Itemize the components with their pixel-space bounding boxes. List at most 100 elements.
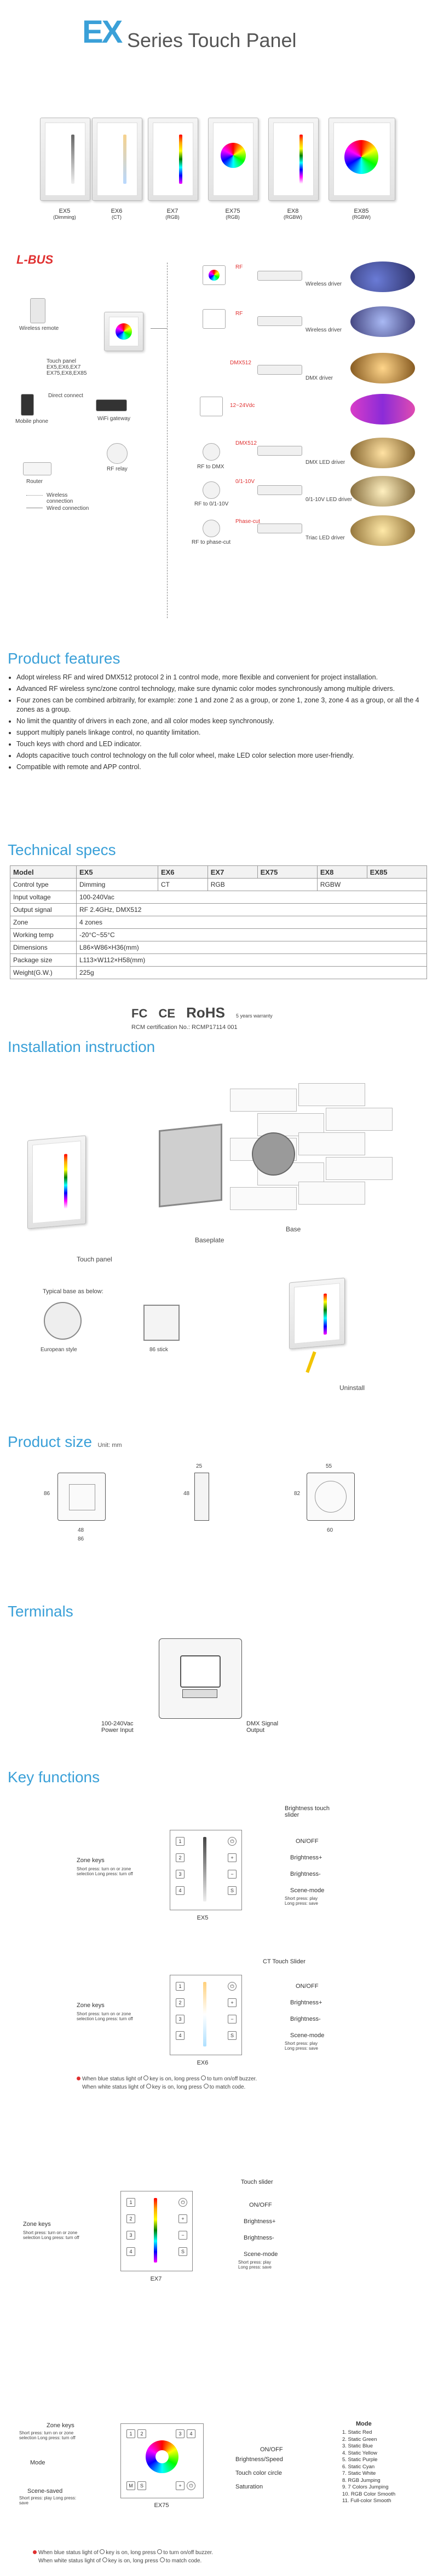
- size-side: [194, 1473, 209, 1521]
- panel-ex85: [328, 118, 395, 201]
- uninstall-label: Uninstall: [339, 1384, 365, 1392]
- mode-item: 7. Static White: [342, 2470, 376, 2476]
- uninstall-panel: [289, 1277, 345, 1350]
- ex7-scene-note: Short press: play Long press: save: [238, 2260, 272, 2270]
- mode-item: 8. RGB Jumping: [342, 2477, 381, 2484]
- ex75-bright-speed-label: Brightness/Speed: [235, 2456, 283, 2463]
- dim-82: 82: [294, 1491, 301, 1497]
- rohs-mark: RoHS: [186, 1004, 225, 1021]
- mobile-phone-label: Mobile phone: [15, 418, 49, 425]
- baseplate: [159, 1123, 222, 1208]
- ex5-bplus-label: Brightness+: [290, 1854, 322, 1861]
- ex75-white-note: When white status light of key is on, lo…: [38, 2557, 202, 2564]
- wifi-gateway-icon: [96, 399, 127, 411]
- feature-item: Four zones can be combined arbitrarily, …: [16, 696, 433, 714]
- touch-panel-icon: [104, 312, 143, 351]
- modes-list: 1. Static Red 2. Static Green 3. Static …: [342, 2429, 395, 2505]
- mode-item: 5. Static Purple: [342, 2457, 378, 2463]
- panel-ex6: [92, 118, 142, 201]
- router-icon: [23, 462, 51, 475]
- ex6-bminus-label: Brightness-: [290, 2016, 321, 2022]
- feature-item: Touch keys with chord and LED indicator.: [16, 740, 433, 749]
- european-box-icon: [44, 1302, 82, 1340]
- label-ex5: EX5(Dimming): [53, 208, 76, 220]
- mode-item: 9. 7 Colors Jumping: [342, 2484, 389, 2490]
- ex75-zone-note: Short press: turn on or zone selection L…: [19, 2430, 76, 2440]
- dim-48-front: 48: [78, 1527, 84, 1533]
- ex75-color-ring-label: Touch color circle: [235, 2470, 282, 2476]
- ex75-name: EX75: [154, 2502, 169, 2509]
- header: EX Series Touch Panel: [0, 0, 438, 115]
- ex6-white-note: When white status light of key is on, lo…: [82, 2084, 246, 2090]
- touch-panel-install-label: Touch panel: [77, 1255, 112, 1263]
- ex75-blue-note: When blue status light of key is on, lon…: [33, 2549, 213, 2556]
- mode-item: 10. RGB Color Smooth: [342, 2491, 396, 2497]
- feature-item: Adopts capacitive touch control technolo…: [16, 751, 433, 760]
- wall-box: [252, 1132, 295, 1176]
- rf-relay-label: RF relay: [107, 466, 128, 472]
- fcc-mark: FC: [131, 1007, 148, 1020]
- ex7-onoff-label: ON/OFF: [249, 2202, 272, 2208]
- panel-ex8: [268, 118, 319, 201]
- ex5-zone-label: Zone keys: [77, 1857, 105, 1864]
- product-size-heading: Product size Unit: mm: [8, 1433, 122, 1451]
- screwdriver-icon: [306, 1351, 316, 1373]
- legend-wired: Wired connection: [47, 505, 89, 511]
- dim-60: 60: [327, 1527, 333, 1533]
- ex5-scene-label: Scene-mode: [290, 1887, 325, 1894]
- dim-86-width: 86: [78, 1536, 84, 1542]
- dim-25: 25: [196, 1463, 203, 1469]
- ex5-onoff-label: ON/OFF: [296, 1838, 319, 1845]
- ex7-scene-label: Scene-mode: [244, 2251, 278, 2258]
- label-ex85: EX85(RGBW): [352, 208, 371, 220]
- ex75-color-wheel: [146, 2440, 178, 2473]
- feature-item: support multiply panels linkage control,…: [16, 728, 433, 737]
- panel-ex7: [148, 118, 198, 201]
- phone-icon: [21, 394, 34, 416]
- ex75-zone-label: Zone keys: [47, 2422, 74, 2429]
- feature-item: No limit the quantity of drivers in each…: [16, 717, 433, 726]
- ex75-scene-label: Scene-saved: [27, 2488, 63, 2494]
- ex7-bplus-label: Brightness+: [244, 2218, 276, 2225]
- power-input-label: 100-240Vac Power Input: [101, 1720, 134, 1734]
- label-ex75: EX75(RGB): [225, 208, 240, 220]
- box86-label: 86 stick: [149, 1347, 168, 1353]
- ex5-name: EX5: [197, 1915, 209, 1921]
- ex6-zone-label: Zone keys: [77, 2002, 105, 2009]
- mode-item: 4. Static Yellow: [342, 2450, 377, 2456]
- typical-base-label: Typical base as below:: [43, 1288, 103, 1295]
- ce-mark: CE: [158, 1007, 176, 1020]
- size-front: [57, 1473, 106, 1521]
- mode-item: 6. Static Cyan: [342, 2463, 375, 2470]
- legend-wireless: Wireless connection: [47, 492, 73, 504]
- ex75-scene-note: Short press: play Long press: save: [19, 2496, 77, 2505]
- specs-title: Technical specs: [8, 841, 116, 858]
- terminal-box: [159, 1638, 242, 1719]
- page-title: Series Touch Panel: [127, 29, 297, 51]
- dmx-output-label: DMX Signal Output: [246, 1720, 279, 1734]
- wireless-remote-label: Wireless remote: [19, 325, 59, 332]
- label-ex8: EX8(RGBW): [284, 208, 302, 220]
- ex75-mode-label: Mode: [30, 2459, 45, 2466]
- mode-item: 1. Static Red: [342, 2429, 372, 2435]
- european-style-label: European style: [41, 1347, 77, 1353]
- installation-title: Installation instruction: [8, 1038, 155, 1055]
- direct-connect-label: Direct connect: [48, 393, 83, 399]
- size-unit: Unit: mm: [97, 1442, 122, 1449]
- ex6-blue-note: When blue status light of key is on, lon…: [77, 2075, 257, 2082]
- ex75-onoff-label: ON/OFF: [260, 2446, 283, 2453]
- ex7-name: EX7: [150, 2276, 162, 2282]
- mode-item: 3. Static Blue: [342, 2443, 373, 2449]
- terminals-title: Terminals: [8, 1603, 73, 1620]
- product-size-title: Product size: [8, 1433, 93, 1450]
- rf-relay-icon: [107, 443, 128, 464]
- ex5-bminus-label: Brightness-: [290, 1871, 321, 1877]
- specs-table: Model EX5 EX6 EX7 EX75 EX8 EX85 Control …: [10, 865, 428, 979]
- ex5-scene-note: Short press: play Long press: save: [285, 1896, 318, 1906]
